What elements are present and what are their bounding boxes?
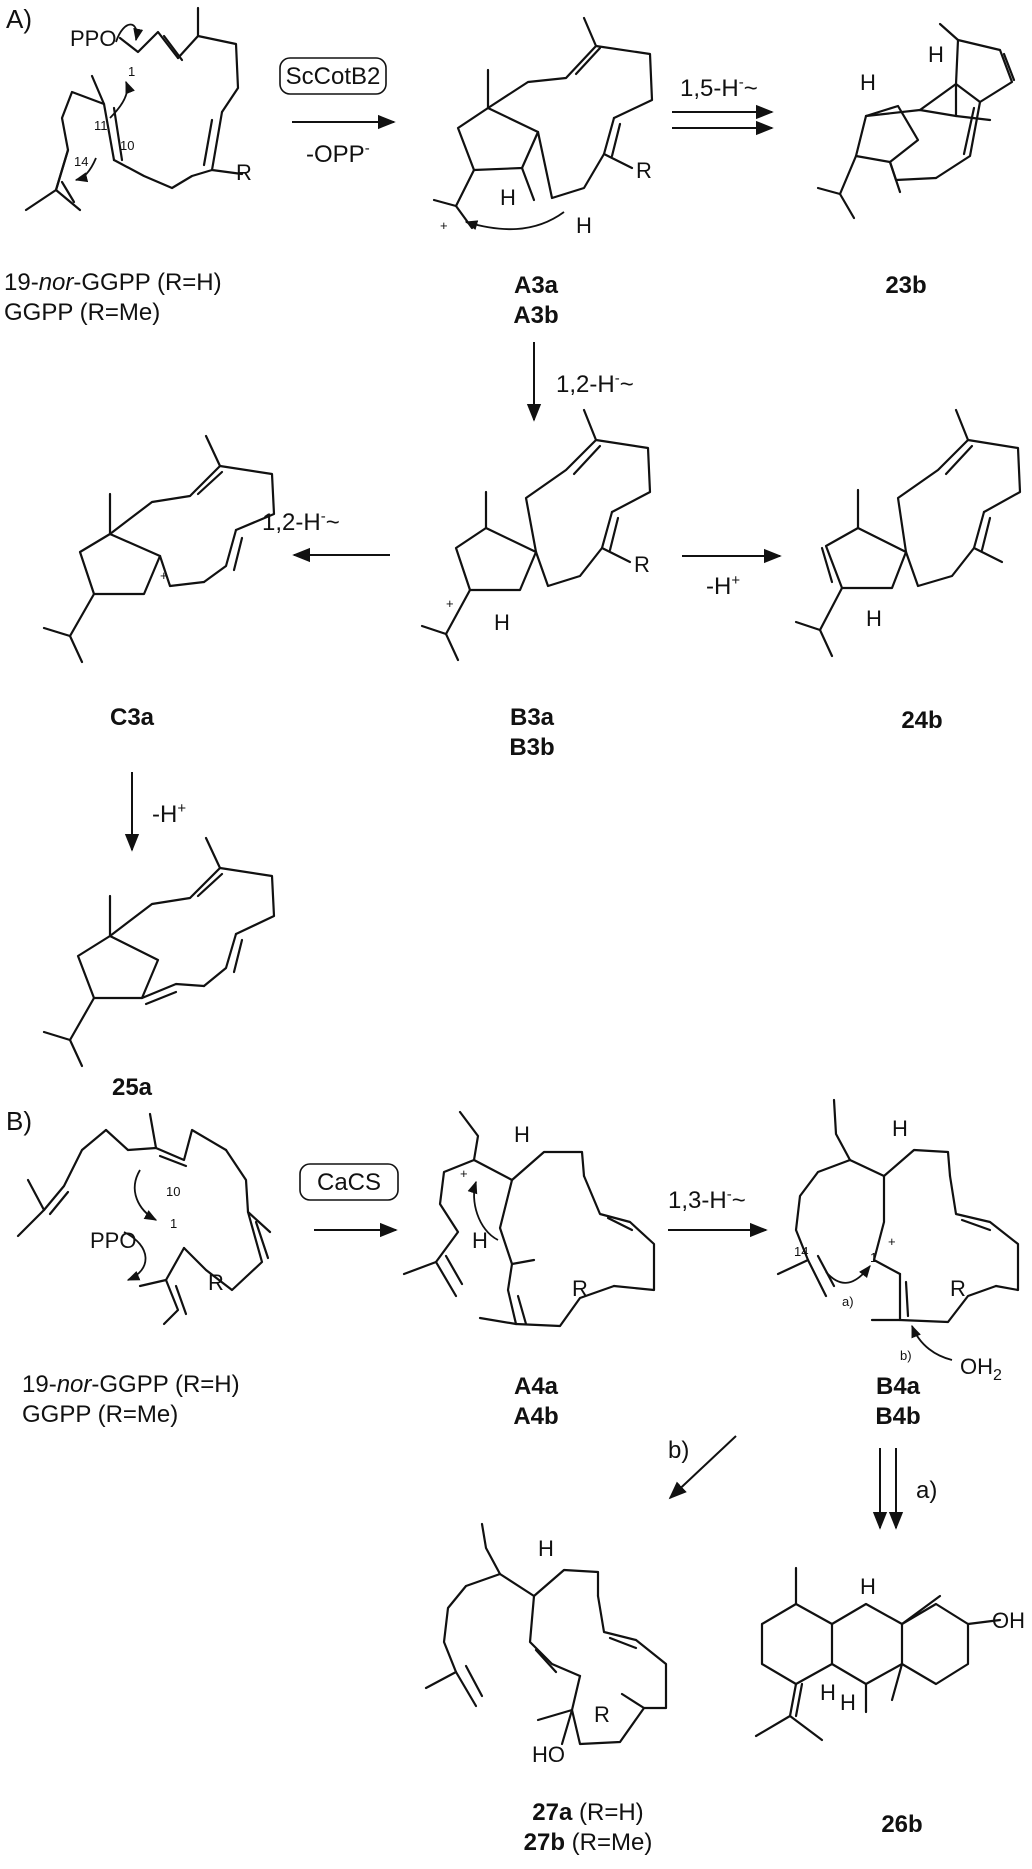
r-label-substrate-b: R [208, 1270, 224, 1295]
h-label-a4-1: H [514, 1122, 530, 1147]
label-27a: 27a (R=H) [532, 1799, 643, 1826]
section-a-label: A) [6, 4, 32, 34]
enzyme-b-label: CaCS [317, 1169, 381, 1196]
atom-number-14-a: 14 [74, 154, 88, 169]
label-26b: 26b [881, 1811, 922, 1838]
enzyme-a-label: ScCotB2 [286, 63, 381, 90]
curly-arrow-c10-c1 [109, 80, 135, 119]
structure-c3a [42, 434, 276, 664]
label-b4b: B4b [875, 1403, 920, 1430]
arrow-b4-to-27 [668, 1435, 737, 1500]
r-label-b3: R [634, 552, 650, 577]
r-label-a4: R [572, 1276, 588, 1301]
path-a-small-label: a) [842, 1294, 854, 1309]
water-label: OH2 [960, 1354, 1002, 1384]
label-a3a: A3a [514, 272, 559, 299]
structure-27 [424, 1522, 668, 1746]
h-label-23b-1: H [860, 70, 876, 95]
oh-label-26b: OH [992, 1608, 1025, 1633]
h-label-a4-2: H [472, 1228, 488, 1253]
cation-a3: + [440, 218, 448, 233]
structure-26b [754, 1566, 1002, 1742]
curly-arrow-path-a [825, 1265, 871, 1284]
label-b3b: B3b [509, 734, 554, 761]
label-27b: 27b (R=Me) [524, 1829, 653, 1856]
h-label-26b-2: H [820, 1680, 836, 1705]
r-label-b4: R [950, 1276, 966, 1301]
structure-25a [42, 836, 276, 1068]
curly-arrow-c10-c1-b [133, 1169, 158, 1221]
h-label-a3-2: H [576, 213, 592, 238]
cation-b3: + [446, 596, 454, 611]
opp-leave-label: -OPP- [306, 140, 370, 168]
cation-b4: + [888, 1234, 896, 1249]
substrate-a-line1: 19-nor-GGPP (R=H) [4, 269, 222, 296]
substrate-b-line2: GGPP (R=Me) [22, 1401, 178, 1428]
curly-arrow-c14-c10 [74, 157, 97, 183]
deprotonation-label-b3: -H+ [706, 572, 740, 600]
h15-label: 1,5-H-~ [680, 74, 758, 102]
h-label-26b-1: H [860, 1574, 876, 1599]
curly-arrow-hydride-a3 [464, 211, 565, 231]
label-a4a: A4a [514, 1373, 559, 1400]
h-label-a3-1: H [500, 185, 516, 210]
curly-arrow-hydride-a4 [467, 1180, 499, 1241]
structure-a3 [432, 16, 654, 230]
curly-arrow-path-b [911, 1324, 953, 1361]
atom-number-10-b: 10 [166, 1184, 180, 1199]
h13-label: 1,3-H-~ [668, 1186, 746, 1214]
section-b-label: B) [6, 1106, 32, 1136]
substrate-b-line1: 19-nor-GGPP (R=H) [22, 1371, 240, 1398]
structure-a4 [402, 1110, 656, 1328]
path-a-label: a) [916, 1477, 937, 1504]
atom-number-1-a: 1 [128, 64, 135, 79]
cation-c3a: + [160, 568, 168, 583]
label-24b: 24b [901, 707, 942, 734]
h-label-23b-2: H [928, 42, 944, 67]
h12-label-down: 1,2-H-~ [556, 370, 634, 398]
atom-number-14-b: 14 [794, 1244, 808, 1259]
enzyme-box-b [299, 1163, 399, 1201]
ppo-label-a: PPO [70, 26, 116, 51]
cation-a4: + [460, 1166, 468, 1181]
enzyme-box-a [279, 57, 387, 95]
label-b3a: B3a [510, 704, 555, 731]
r-label-27: R [594, 1702, 610, 1727]
label-a3b: A3b [513, 302, 558, 329]
r-label-a3: R [636, 158, 652, 183]
deprotonation-label-c3: -H+ [152, 800, 186, 828]
label-25a: 25a [112, 1074, 153, 1101]
atom-number-1-b4: 1 [870, 1250, 877, 1265]
h-label-b3: H [494, 610, 510, 635]
label-a4b: A4b [513, 1403, 558, 1430]
h12-label-left: 1,2-H-~ [262, 508, 340, 536]
ho-label-27: HO [532, 1742, 565, 1767]
path-b-label: b) [668, 1437, 689, 1464]
curly-arrow-opp-leave-b [123, 1231, 147, 1281]
label-c3a: C3a [110, 704, 155, 731]
h-label-27: H [538, 1536, 554, 1561]
substrate-a-structure [24, 6, 244, 212]
substrate-a-line2: GGPP (R=Me) [4, 299, 160, 326]
r-label-substrate-a: R [236, 160, 252, 185]
structure-24b [794, 408, 1022, 658]
path-b-small-label: b) [900, 1348, 912, 1363]
ppo-label-b: PPO [90, 1228, 136, 1253]
curly-arrow-opp-leave [115, 23, 144, 43]
h-label-24b: H [866, 606, 882, 631]
structure-b4 [776, 1098, 1020, 1324]
substrate-b-structure [16, 1112, 272, 1326]
h-label-b4: H [892, 1116, 908, 1141]
structure-23b [816, 22, 1016, 220]
atom-number-1-b: 1 [170, 1216, 177, 1231]
structure-b3 [420, 408, 652, 662]
h-label-26b-3: H [840, 1690, 856, 1715]
label-b4a: B4a [876, 1373, 921, 1400]
label-23b: 23b [885, 272, 926, 299]
atom-number-11: 11 [94, 118, 108, 133]
atom-number-10-a: 10 [120, 138, 134, 153]
